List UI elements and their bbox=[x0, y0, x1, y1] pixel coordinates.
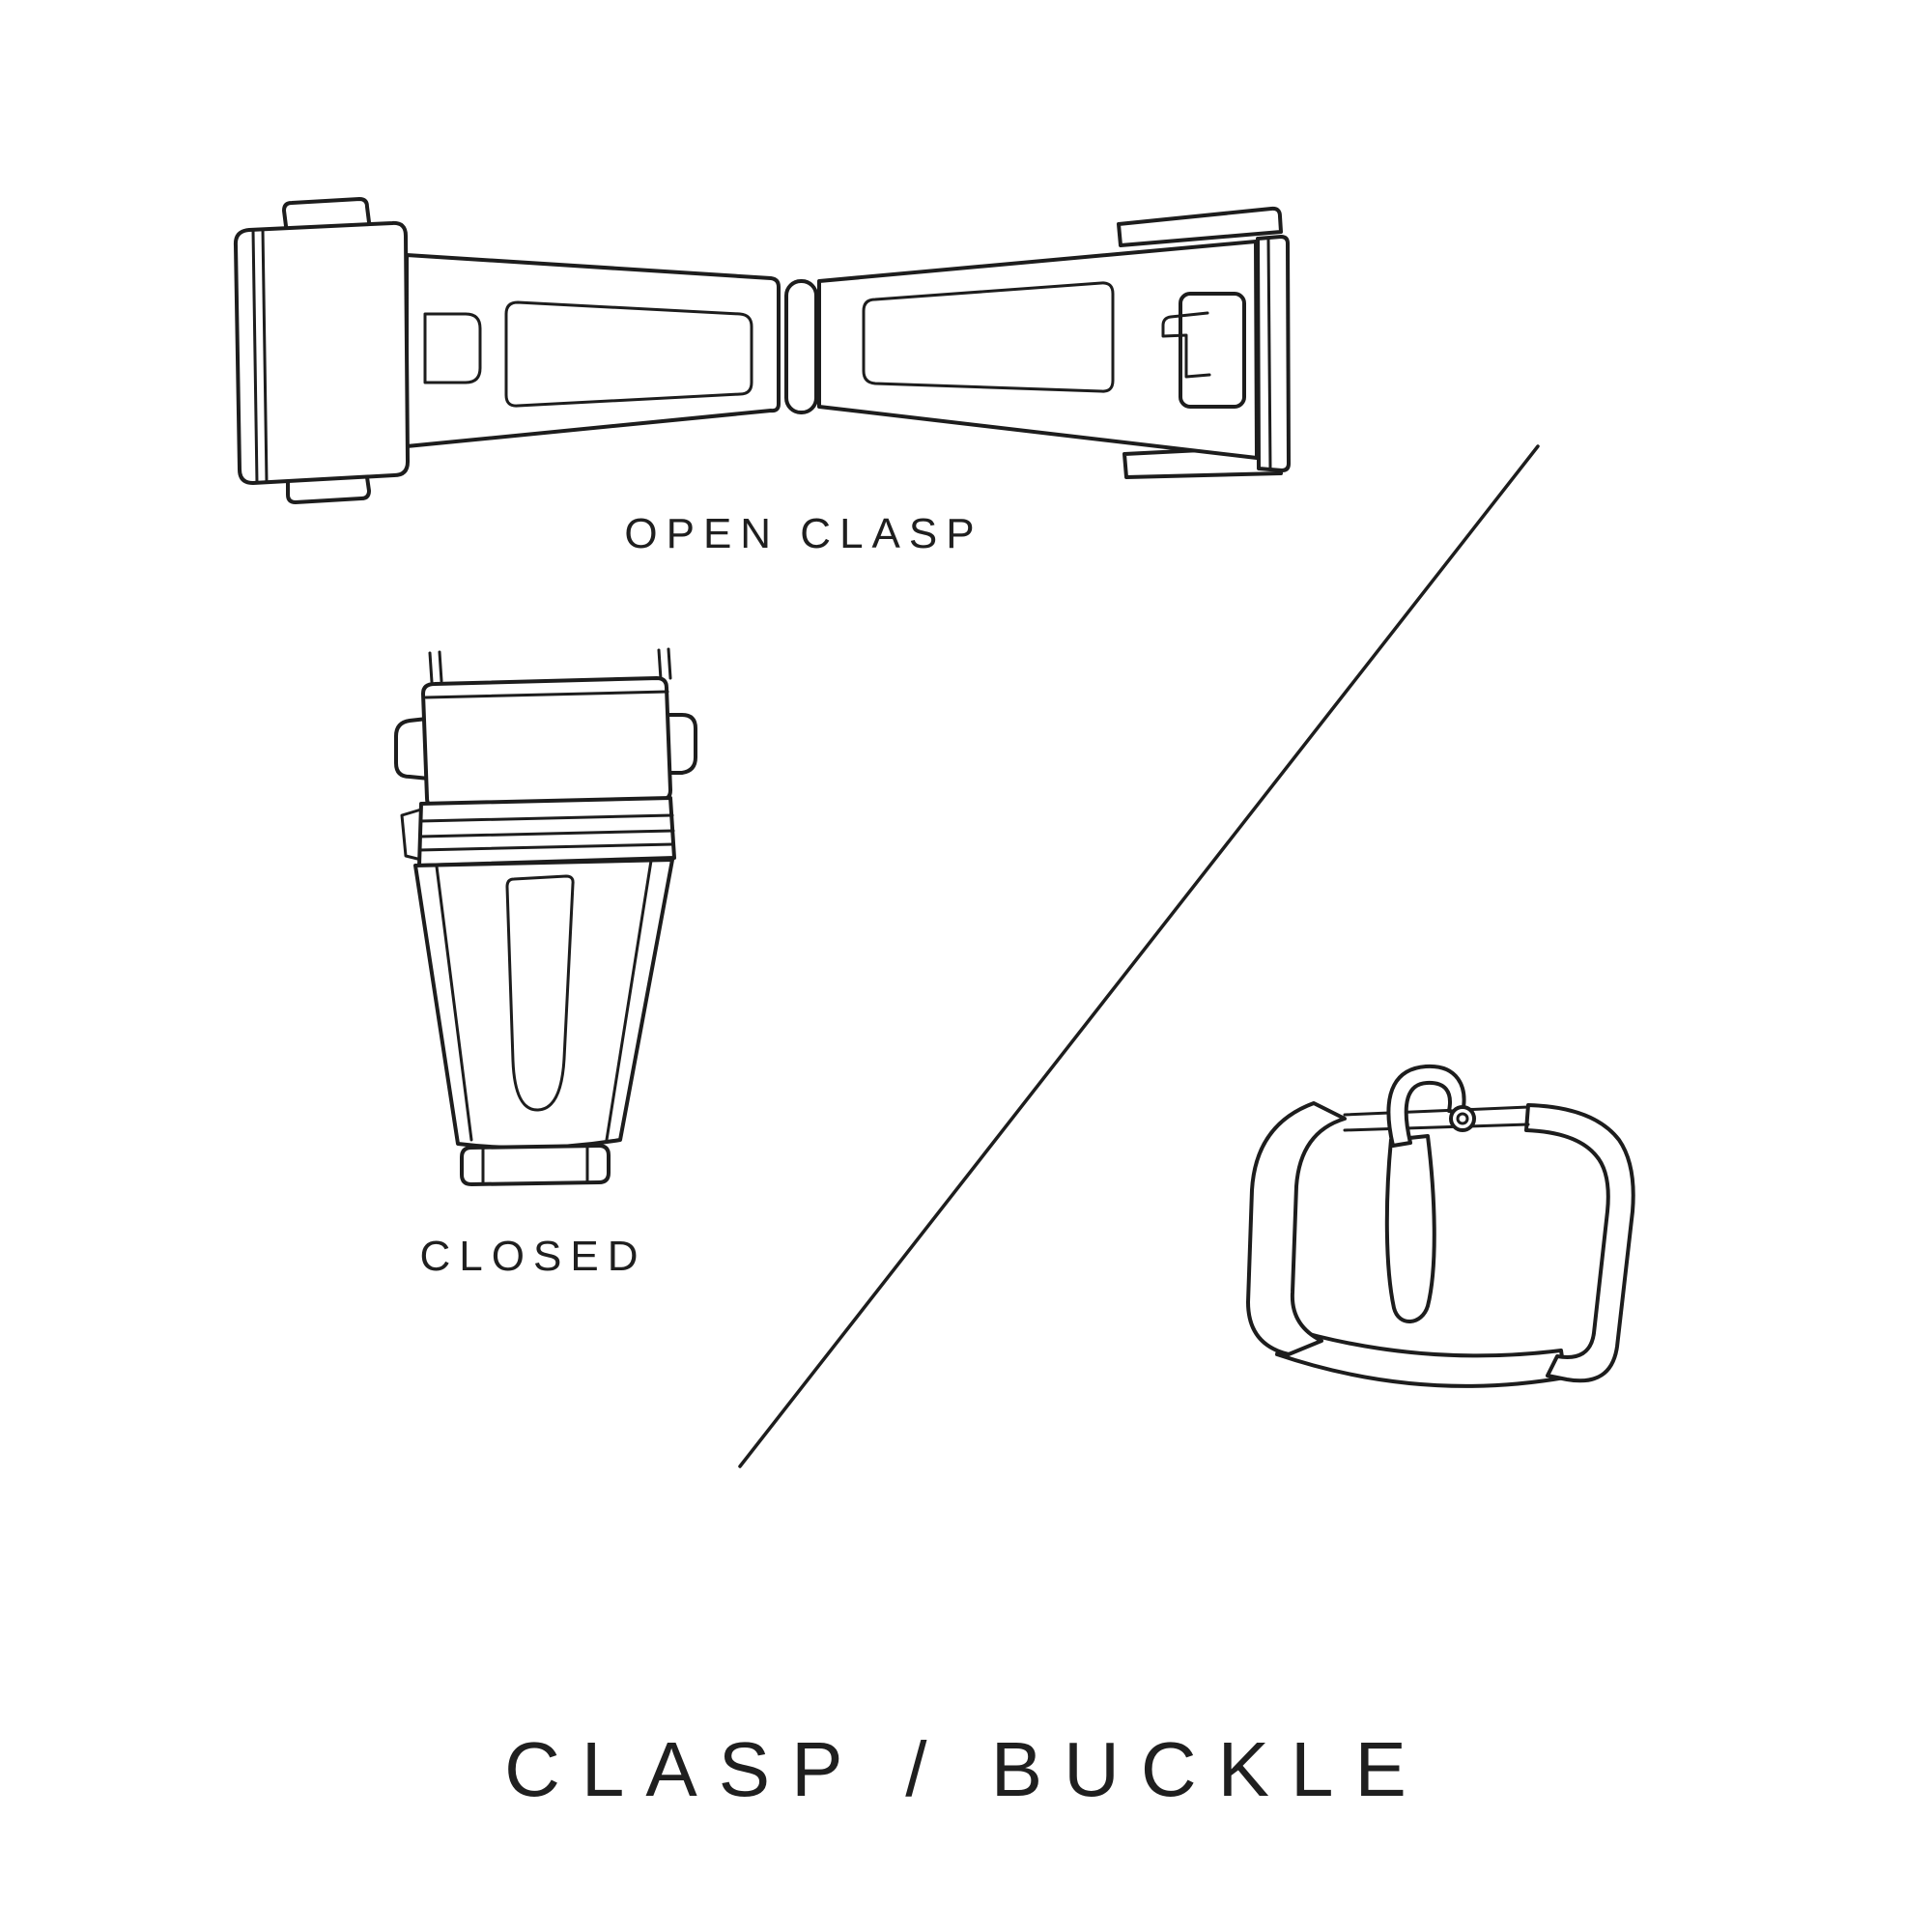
closed-clasp-body-contours bbox=[435, 859, 653, 1142]
closed-clasp-window bbox=[505, 874, 575, 1112]
open-clasp-end-bar bbox=[1256, 235, 1291, 472]
closed-clasp-prong-right bbox=[657, 647, 672, 681]
closed-clasp-ear-left bbox=[394, 717, 431, 781]
buckle-tang-prong bbox=[1384, 1134, 1436, 1323]
buckle-right-side bbox=[1524, 1103, 1635, 1383]
closed-clasp-end-link bbox=[460, 1144, 611, 1186]
open-clasp-hook-detail bbox=[1161, 311, 1211, 379]
page-title: CLASP / BUCKLE bbox=[504, 1726, 1428, 1812]
divider-line bbox=[738, 444, 1540, 1468]
closed-clasp-cover-line bbox=[424, 690, 669, 699]
buckle-left-side bbox=[1246, 1101, 1347, 1356]
open-clasp-fold-tab-bottom bbox=[286, 475, 371, 504]
open-clasp-left-window bbox=[504, 300, 753, 408]
open-clasp-left-arm bbox=[405, 253, 781, 448]
buckle-coil-inner bbox=[1456, 1112, 1469, 1125]
open-clasp-notch bbox=[423, 312, 482, 384]
closed-clasp-ear-right bbox=[663, 713, 697, 775]
closed-clasp-prong-left bbox=[428, 650, 443, 684]
open-clasp-fold-block-line bbox=[261, 227, 269, 484]
open-clasp-illustration bbox=[233, 197, 1291, 504]
closed-clasp-label: CLOSED bbox=[419, 1233, 647, 1280]
open-clasp-top-bar bbox=[1117, 206, 1283, 247]
closed-clasp-band-lines bbox=[417, 813, 675, 852]
open-clasp-fold-block-line-2 bbox=[251, 228, 259, 485]
closed-clasp-illustration bbox=[394, 647, 697, 1186]
buckle-spring-bar bbox=[1343, 1105, 1530, 1132]
open-clasp-label: OPEN CLASP bbox=[624, 510, 983, 557]
open-clasp-hinge bbox=[784, 279, 818, 414]
closed-clasp-band-bevel bbox=[400, 808, 423, 862]
open-clasp-fold-tab-top bbox=[282, 197, 371, 228]
buckle-coil-outer bbox=[1449, 1105, 1476, 1132]
open-clasp-end-bar-line bbox=[1266, 236, 1272, 471]
open-clasp-right-window bbox=[862, 281, 1115, 393]
open-clasp-keeper bbox=[1179, 292, 1246, 409]
buckle-bottom-bar bbox=[1275, 1325, 1567, 1388]
buckle-tang-loop bbox=[1386, 1064, 1466, 1148]
open-clasp-fold-block bbox=[233, 220, 410, 485]
closed-clasp-end-link-ticks bbox=[481, 1144, 589, 1185]
buckle-illustration bbox=[1246, 1064, 1635, 1388]
